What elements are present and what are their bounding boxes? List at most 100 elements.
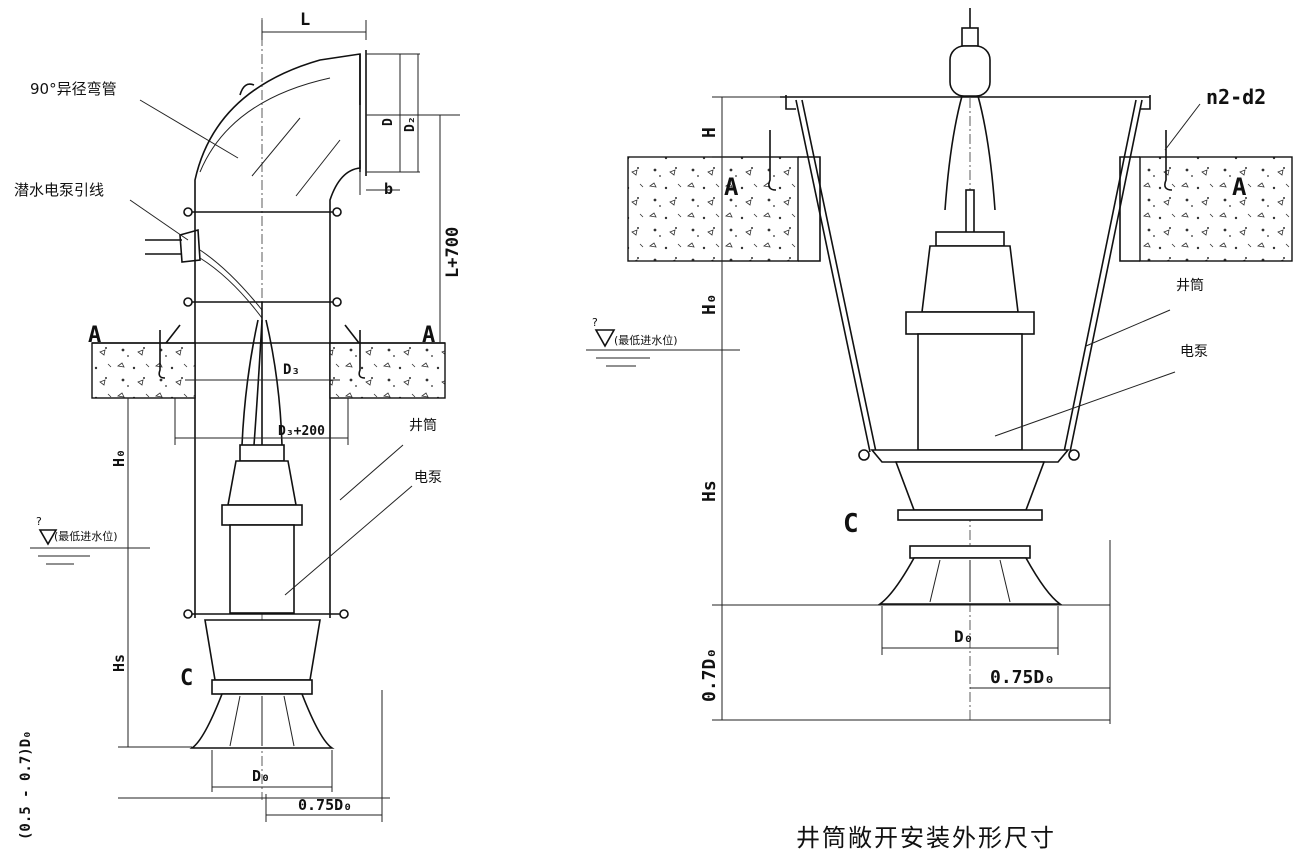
cone-wall-left (795, 99, 871, 453)
label-well: 井筒 (409, 417, 437, 434)
anchor-bolt (1164, 130, 1173, 191)
bolt (339, 609, 349, 619)
pump-motor-cap (227, 460, 297, 506)
dim-D3: D₃ (283, 362, 300, 378)
leader-pump (284, 485, 413, 596)
pump-impeller-housing (204, 619, 321, 681)
sling (944, 95, 963, 211)
right-drawing: n2-d2 A A 井筒 电泵 H H₀ Hs C D₀ 0.75D₀ 0.7D… (586, 8, 1293, 724)
pump-flange (870, 449, 1070, 463)
label-n2d2: n2-d2 (1206, 85, 1266, 109)
water-level-text: (最低进水位) (614, 333, 678, 347)
dim-H0: H₀ (110, 449, 128, 467)
bolt (1068, 449, 1080, 461)
bolt (332, 297, 342, 307)
leader-elbow (139, 99, 239, 159)
cable-box (179, 228, 201, 263)
bolt (183, 609, 193, 619)
section-mark-A-right: A (422, 323, 435, 348)
dim-D0: D₀ (954, 627, 973, 646)
dim-L700: L+700 (443, 227, 463, 278)
cone-wall-right (1069, 99, 1143, 453)
leader-well (1085, 309, 1171, 347)
section-mark-A-right: A (1232, 173, 1247, 201)
dim-Hs: Hs (699, 480, 720, 502)
concrete-slab-right (1139, 156, 1293, 262)
dim-D0: D₀ (252, 767, 270, 785)
pump-top (239, 444, 285, 462)
anchor-bolt (768, 130, 777, 191)
section-mark-A-left: A (88, 323, 101, 348)
dim-D2: D₂ (403, 116, 418, 132)
power-cable (265, 319, 283, 446)
pump-ring (909, 545, 1031, 559)
dim-H0: H₀ (699, 293, 720, 315)
support (165, 324, 181, 344)
water-mark: ? (592, 316, 598, 329)
shackle (949, 45, 991, 97)
dim-C: C (180, 666, 193, 691)
cable-path (199, 249, 263, 311)
elbow-seg2 (295, 139, 341, 197)
pump-motor-cap (921, 245, 1019, 313)
elbow-outer (194, 53, 361, 212)
support (344, 324, 360, 344)
label-pump: 电泵 (414, 470, 442, 486)
pump-impeller-housing (894, 461, 1046, 511)
water-mark: ? (36, 515, 42, 528)
concrete-slab-left (91, 342, 196, 399)
label-elbow: 90°异径弯管 (30, 80, 117, 98)
bolt (858, 449, 870, 461)
dim-Hs: Hs (110, 654, 128, 672)
dim-07D0: 0.7D₀ (699, 648, 720, 702)
label-pump: 电泵 (1180, 344, 1208, 360)
water-level-symbol (594, 329, 616, 348)
pump-motor (229, 524, 295, 614)
bolt (183, 207, 193, 217)
dim-075D0: 0.75D₀ (298, 796, 352, 814)
label-cable-lead: 潜水电泵引线 (14, 181, 104, 199)
pump-motor-ring (905, 311, 1035, 335)
elbow-inner (329, 160, 361, 212)
anchor-bolt (358, 330, 366, 379)
hook-block (961, 27, 979, 47)
power-cable (253, 319, 263, 446)
elbow-seg1 (251, 117, 301, 177)
leader-pump (994, 371, 1176, 437)
vane (283, 695, 295, 747)
dim-D3-200: D₃+200 (278, 424, 325, 439)
pump-motor (917, 333, 1023, 451)
leader-n2d2 (1164, 103, 1201, 151)
leader-cable (129, 199, 189, 241)
section-mark-A-left: A (724, 173, 739, 201)
drawing-caption: 井筒敞开安装外形尺寸 (796, 824, 1056, 852)
cable-path (199, 257, 263, 319)
dim-D: D (381, 118, 396, 126)
leader-well (339, 444, 404, 501)
label-well: 井筒 (1176, 277, 1204, 294)
dim-L: L (300, 10, 310, 30)
bolt (332, 207, 342, 217)
sling (977, 95, 996, 211)
vane (229, 695, 241, 747)
dim-075D0: 0.75D₀ (990, 667, 1055, 688)
dim-range: (0.5 - 0.7)D₀ (18, 730, 34, 840)
anchor-bolt (158, 330, 166, 379)
dim-b: b (384, 180, 393, 198)
pump-motor-ring (221, 504, 303, 526)
pump-top (935, 231, 1005, 247)
pump-guide-ring (211, 679, 313, 695)
lifting-lug (239, 83, 255, 96)
power-cable (241, 319, 259, 446)
dim-H: H (699, 127, 720, 138)
left-drawing: 90°异径弯管 潜水电泵引线 井筒 电泵 A A L D D₂ b L+700 … (14, 10, 463, 840)
water-level-text: (最低进水位) (54, 529, 118, 543)
water-level-symbol (38, 529, 58, 546)
dim-C: C (843, 509, 859, 539)
bolt (183, 297, 193, 307)
pump-guide-ring (897, 509, 1043, 521)
elbow-seam (199, 77, 331, 173)
concrete-slab-right (329, 342, 446, 399)
